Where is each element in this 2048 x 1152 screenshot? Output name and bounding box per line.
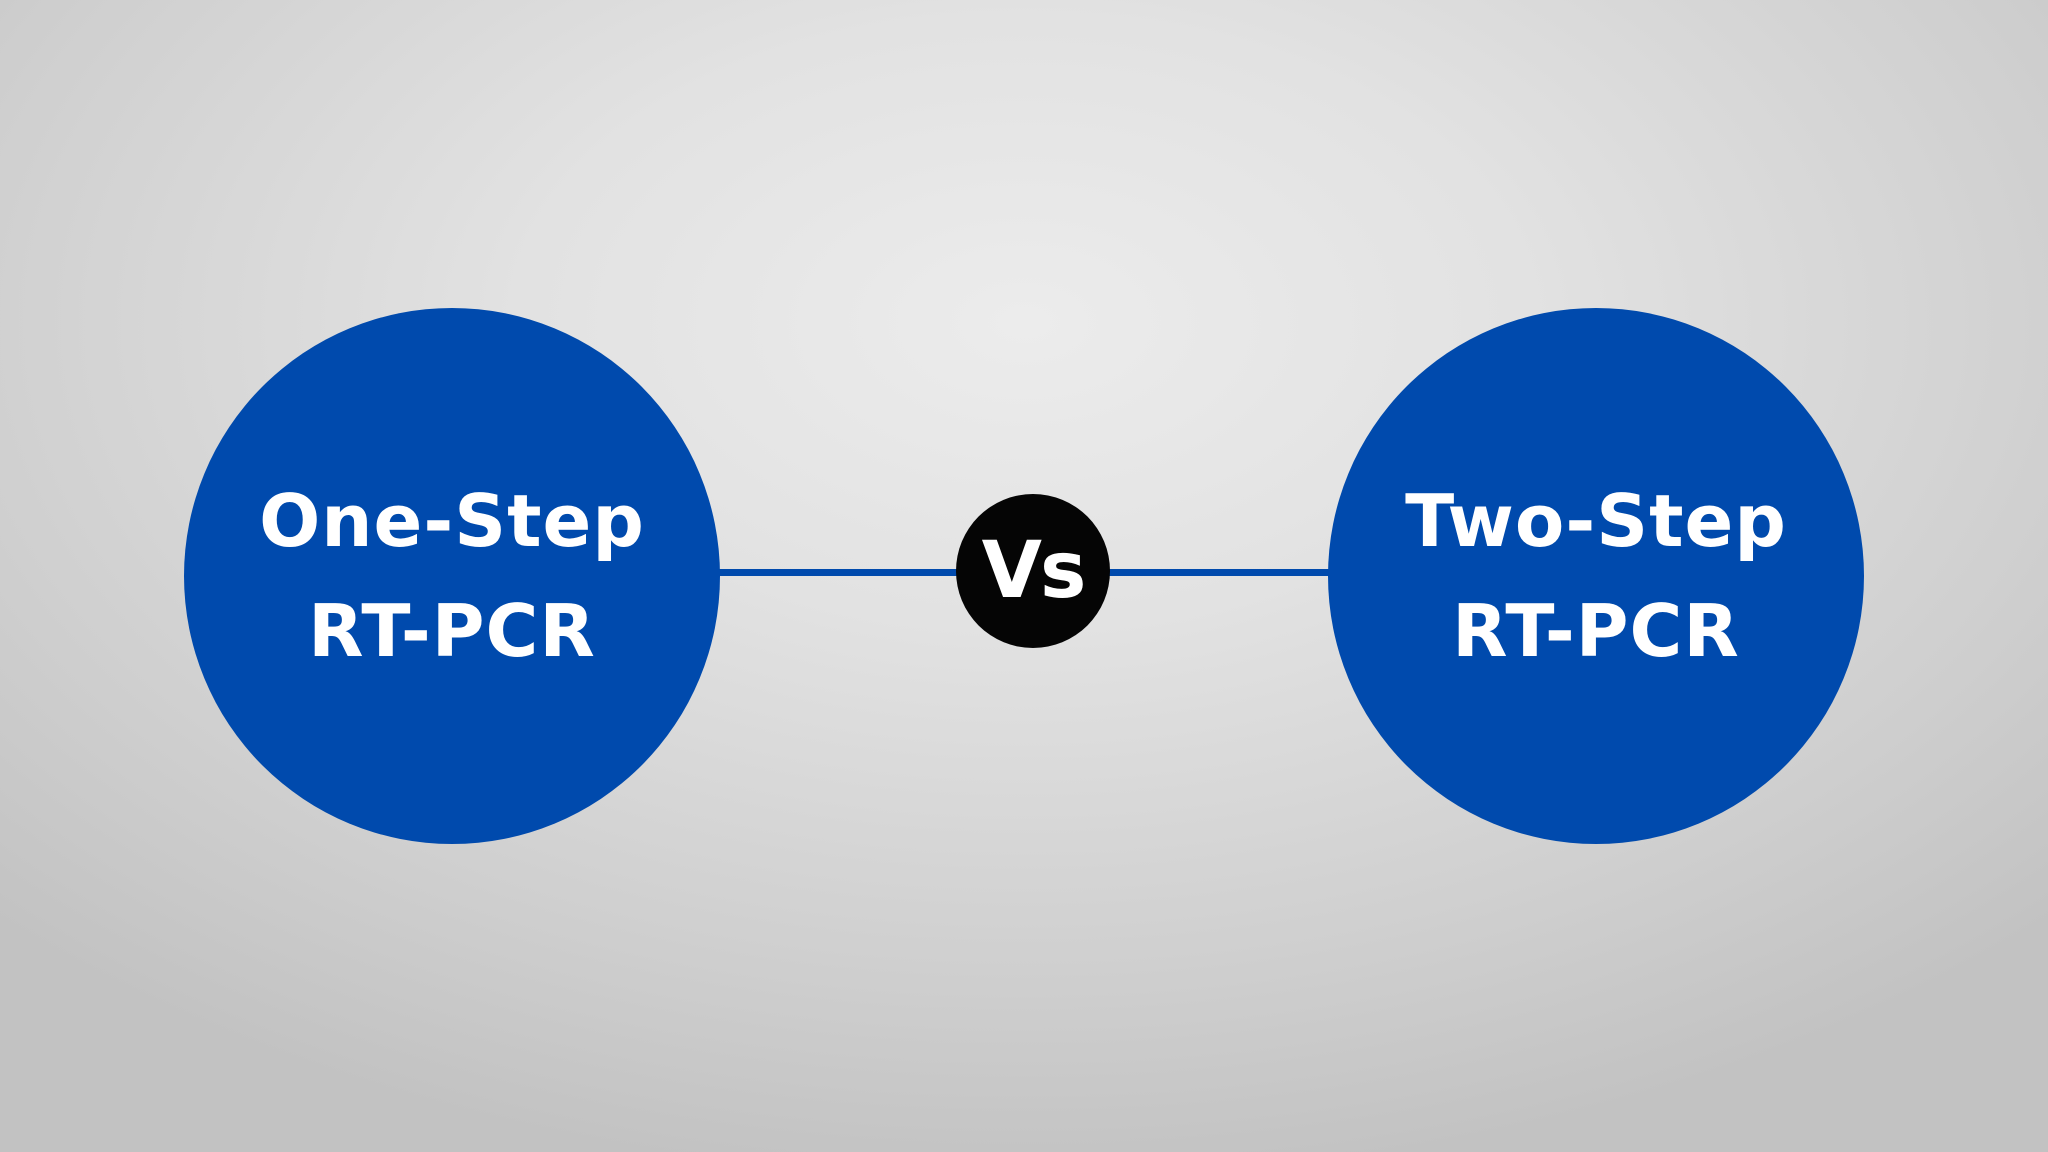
vs-badge: Vs (956, 494, 1110, 648)
two-step-label-line1: Two-Step (1405, 479, 1787, 563)
two-step-label-line2: RT-PCR (1452, 589, 1740, 673)
one-step-rt-pcr-circle: One-Step RT-PCR (184, 308, 720, 844)
two-step-rt-pcr-circle: Two-Step RT-PCR (1328, 308, 1864, 844)
one-step-label-line2: RT-PCR (308, 589, 596, 673)
vs-label: Vs (981, 526, 1087, 616)
one-step-label-line1: One-Step (259, 479, 645, 563)
